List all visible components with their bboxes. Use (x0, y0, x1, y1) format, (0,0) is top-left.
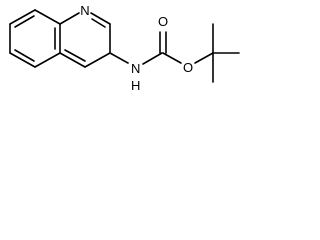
bond-benzo-double-1 (14, 15, 35, 28)
bond-benzo-1 (34, 9, 61, 25)
bond-pyr-4 (84, 52, 111, 68)
amide-nitrogen-label: N (131, 61, 140, 76)
bond-c3-nh (109, 52, 129, 64)
ring-nitrogen-label: N (80, 3, 89, 18)
bond-pyr-2 (90, 12, 111, 25)
chemical-structure: N N H O O (9, 3, 240, 93)
bond-pyr-double-2 (64, 49, 86, 62)
carbonyl-oxygen-label: O (158, 14, 168, 29)
structure-canvas: N N H O O (0, 0, 320, 108)
bond-pyr-double-1 (91, 18, 106, 28)
bond-pyr-5 (59, 52, 86, 68)
tert-butyl-group (212, 23, 240, 83)
amide-hydrogen-label: H (131, 78, 140, 93)
carbamate-group (109, 31, 214, 65)
bond-nh-carbonyl (142, 52, 163, 65)
bond-carbonyl-ester-o (162, 52, 182, 64)
bond-benzo-3 (34, 52, 61, 68)
bond-benzo-double-2 (14, 49, 35, 62)
bond-pyr-1 (59, 12, 80, 25)
bond-benzo-6 (9, 9, 36, 25)
ester-oxygen-label: O (183, 60, 193, 75)
benzene-ring (9, 9, 61, 68)
bond-ester-o-tertc (194, 52, 214, 64)
bond-benzo-4 (9, 52, 36, 68)
pyridine-ring (59, 12, 111, 68)
